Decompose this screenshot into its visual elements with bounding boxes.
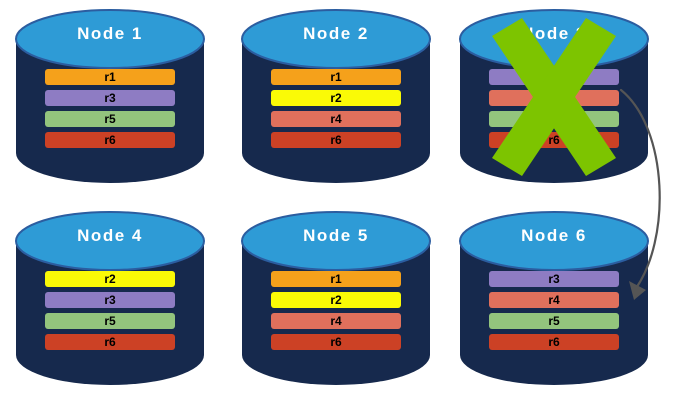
replica-bar[interactable]: r6: [271, 132, 401, 148]
replica-bar[interactable]: r4: [489, 90, 619, 106]
replica-list: r1 r2 r4 r6: [271, 69, 401, 153]
replica-bar[interactable]: r5: [45, 313, 175, 329]
replica-bar[interactable]: r6: [45, 334, 175, 350]
replica-bar[interactable]: r2: [271, 90, 401, 106]
replica-list: r1 r3 r5 r6: [45, 69, 175, 153]
replica-bar[interactable]: r3: [45, 292, 175, 308]
replica-bar[interactable]: r6: [489, 132, 619, 148]
replica-list: r1 r2 r4 r6: [271, 271, 401, 355]
replica-bar[interactable]: r5: [489, 313, 619, 329]
replica-bar[interactable]: r3: [489, 69, 619, 85]
replica-bar[interactable]: r6: [489, 334, 619, 350]
replica-bar[interactable]: r4: [271, 111, 401, 127]
replica-bar[interactable]: r1: [271, 271, 401, 287]
replica-bar[interactable]: r6: [271, 334, 401, 350]
replica-bar[interactable]: r5: [489, 111, 619, 127]
replica-bar[interactable]: r4: [489, 292, 619, 308]
replica-bar[interactable]: r1: [271, 69, 401, 85]
replica-bar[interactable]: r2: [271, 292, 401, 308]
replica-bar[interactable]: r5: [45, 111, 175, 127]
replica-bar[interactable]: r3: [45, 90, 175, 106]
replica-bar[interactable]: r4: [271, 313, 401, 329]
replica-bar[interactable]: r2: [45, 271, 175, 287]
replica-list: r3 r4 r5 r6: [489, 271, 619, 355]
replica-bar[interactable]: r1: [45, 69, 175, 85]
replica-bar[interactable]: r3: [489, 271, 619, 287]
replica-list: r3 r4 r5 r6: [489, 69, 619, 153]
replica-bar[interactable]: r6: [45, 132, 175, 148]
replica-list: r2 r3 r5 r6: [45, 271, 175, 355]
